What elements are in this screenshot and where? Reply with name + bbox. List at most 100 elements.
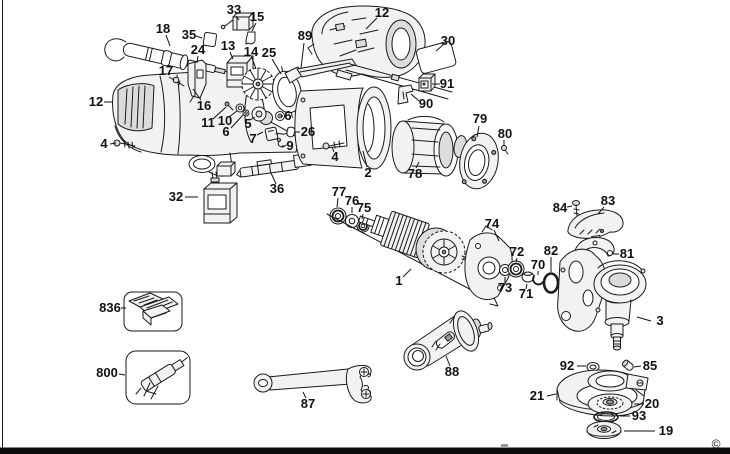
svg-text:25: 25 [262,45,276,60]
part-label-6: 6 [222,114,244,139]
part-label-12: 12 [365,5,389,30]
svg-text:82: 82 [544,243,558,258]
svg-text:7: 7 [249,131,256,146]
part-drawing-800-boxed-tool [125,350,191,405]
svg-text:836: 836 [99,300,121,315]
svg-text:16: 16 [197,98,211,113]
part-drawing-78-field [391,115,459,177]
part-drawing-72-bearing [507,260,525,278]
part-drawing-33-brush [220,12,254,31]
svg-text:5: 5 [244,116,251,131]
part-label-73: 73 [498,277,512,295]
part-drawing-836-boxed-accessory [123,291,183,332]
part-drawing-85-pin [621,359,634,371]
part-label-92: 92 [560,358,586,373]
part-drawing-9-pin [277,138,287,148]
part-label-35: 35 [182,27,203,42]
svg-text:87: 87 [301,396,315,411]
part-drawing-25-baffle [272,66,302,118]
svg-text:6: 6 [222,124,229,139]
svg-text:14: 14 [244,44,259,59]
svg-text:73: 73 [498,280,512,295]
part-drawing-10-washer [235,103,245,113]
part-drawing-35-plate [202,31,218,48]
part-label-800: 800 [96,365,126,380]
svg-text:12: 12 [89,94,103,109]
part-label-6: 6 [279,108,292,123]
part-label-89: 89 [298,28,312,69]
part-drawing-1-armature [326,211,480,295]
part-label-70: 70 [531,257,545,275]
part-label-10: 10 [218,110,238,128]
part-drawing-79-bearing-plate [453,132,499,190]
svg-text:72: 72 [510,244,524,259]
svg-text:91: 91 [440,76,454,91]
part-drawing-14-fan [241,67,275,101]
svg-text:32: 32 [169,189,183,204]
svg-text:1: 1 [395,273,402,288]
svg-text:35: 35 [182,27,196,42]
part-label-80: 80 [498,126,512,146]
part-label-19: 19 [624,423,673,438]
part-drawing-77-bearing [329,207,347,225]
part-drawing-19-clamp-nut [586,421,622,439]
part-label-17: 17 [159,63,175,81]
part-drawing-88-side-handle [403,310,493,371]
part-label-20: 20 [634,396,659,411]
part-drawing-70-snap-ring [532,275,544,286]
svg-text:88: 88 [445,364,459,379]
svg-text:33: 33 [227,2,241,17]
svg-text:78: 78 [408,166,422,181]
part-label-83: 83 [597,193,615,215]
part-drawing-15-bracket [245,31,256,45]
part-label-88: 88 [445,355,459,379]
part-label-1: 1 [395,268,412,288]
svg-text:4: 4 [100,136,108,151]
svg-text:10: 10 [218,113,232,128]
part-drawing-32-switch [188,155,238,224]
part-label-76: 76 [345,193,359,213]
part-label-82: 82 [544,243,558,272]
part-label-84: 84 [553,200,573,215]
part-drawing-4-screw-right [322,140,345,150]
footer-bar-tick [501,444,508,448]
svg-text:3: 3 [656,313,663,328]
part-label-93: 93 [620,408,646,423]
svg-text:17: 17 [159,63,173,78]
svg-text:20: 20 [645,396,659,411]
part-label-7: 7 [249,131,264,146]
svg-text:21: 21 [530,388,544,403]
svg-text:85: 85 [643,358,657,373]
svg-text:12: 12 [375,5,389,20]
part-label-11: 11 [201,106,227,130]
part-drawing-74-plate [464,225,513,307]
svg-text:83: 83 [601,193,615,208]
part-label-2: 2 [362,150,372,180]
part-label-5: 5 [244,116,256,131]
svg-text:93: 93 [632,408,646,423]
part-label-81: 81 [612,246,634,261]
svg-text:24: 24 [191,42,206,57]
part-label-9: 9 [282,138,294,153]
svg-text:4: 4 [331,149,339,164]
part-drawing-87-wrench [253,364,372,404]
svg-text:81: 81 [620,246,634,261]
part-label-3: 3 [636,313,664,328]
part-drawing-4-screw-left [113,139,136,149]
svg-text:6: 6 [284,108,291,123]
part-drawing-80-screw [501,145,509,155]
copyright-symbol: © [712,437,721,451]
part-label-85: 85 [633,358,657,373]
part-label-91: 91 [432,76,454,91]
part-label-4: 4 [331,146,339,164]
part-label-75: 75 [357,200,371,220]
part-drawing-82-o-ring [542,272,560,294]
part-drawing-90-bracket [397,84,414,105]
svg-text:18: 18 [156,21,170,36]
part-label-79: 79 [473,111,487,138]
part-label-4: 4 [100,136,117,151]
part-drawing-89-lead-bar [284,58,453,100]
svg-text:90: 90 [419,96,433,111]
part-label-25: 25 [262,45,282,75]
